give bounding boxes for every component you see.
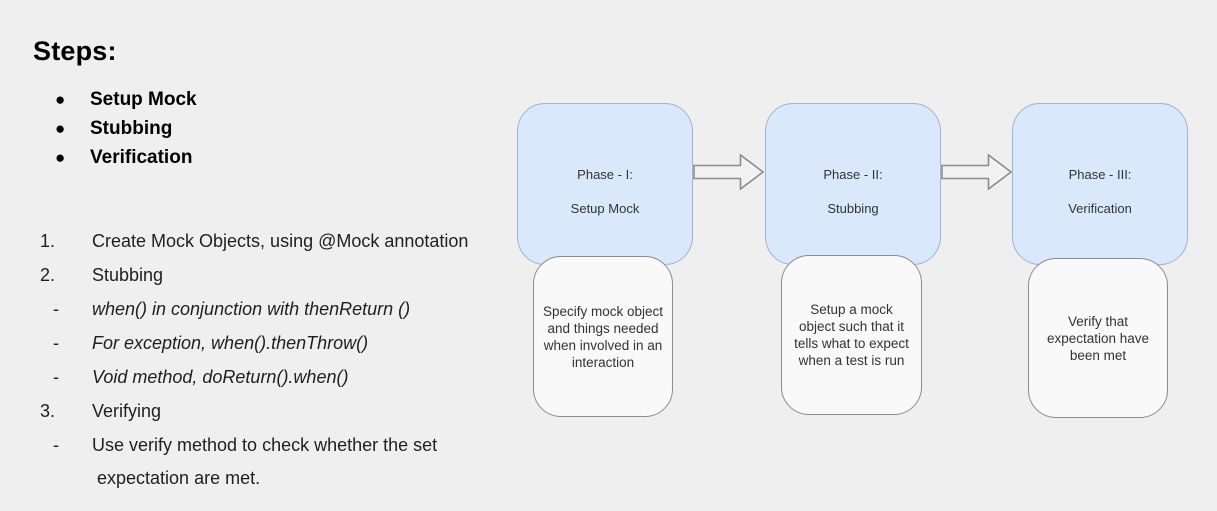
list-text: Use verify method to check whether the s… (92, 435, 438, 455)
page-title: Steps: (33, 36, 117, 66)
list-marker: 1. (40, 231, 56, 251)
detail-line: tells what to expect (794, 336, 909, 351)
phase-box-2: Phase - II: Stubbing (765, 103, 941, 265)
list-row-4: - For exception, when().thenThrow() (40, 331, 580, 355)
arrow-right-icon (693, 153, 765, 191)
list-text: expectation are met. (97, 468, 261, 488)
list-text: when() in conjunction with thenReturn () (92, 299, 411, 319)
bullet-icon: ● (55, 119, 66, 138)
list-row-6: 3. Verifying (40, 399, 580, 423)
list-marker: - (53, 367, 59, 387)
detail-box-2: Setup a mock object such that it tells w… (781, 255, 922, 415)
bullet-label: Setup Mock (90, 89, 197, 110)
detail-line: been met (1069, 347, 1127, 363)
list-marker: 3. (40, 401, 56, 421)
list-text: For exception, when().thenThrow() (92, 333, 369, 353)
bullet-item-verification: ● Verification (55, 143, 197, 172)
phase-title: Phase - III: (1068, 166, 1132, 182)
detail-line: Verify that (1067, 313, 1129, 329)
list-row-2: 2. Stubbing (40, 263, 580, 287)
bullet-label: Verification (90, 147, 193, 168)
bullet-list: ● Setup Mock ● Stubbing ● Verification (55, 85, 197, 172)
detail-line: expectation have (1046, 330, 1150, 346)
detail-line: object such that it (798, 319, 905, 334)
phase-box-1: Phase - I: Setup Mock (517, 103, 693, 265)
list-text: Verifying (92, 401, 162, 421)
list-text: Stubbing (92, 265, 164, 285)
phase-title: Phase - II: (823, 166, 883, 182)
detail-line: Specify mock object (542, 303, 664, 319)
phase-subtitle: Stubbing (827, 200, 879, 216)
list-marker: - (53, 299, 59, 319)
detail-line: when involved in an (543, 337, 663, 353)
list-row-3: - when() in conjunction with thenReturn … (40, 297, 580, 321)
phase-subtitle: Setup Mock (570, 200, 640, 216)
bullet-icon: ● (55, 90, 66, 109)
list-row-1: 1. Create Mock Objects, using @Mock anno… (40, 229, 580, 253)
list-row-8: expectation are met. (40, 466, 580, 490)
bullet-item-setup-mock: ● Setup Mock (55, 85, 197, 114)
detail-box-3: Verify that expectation have been met (1028, 258, 1168, 418)
phase-subtitle: Verification (1068, 200, 1132, 216)
detail-line: and things needed (547, 320, 659, 336)
detail-box-1: Specify mock object and things needed wh… (533, 256, 673, 417)
list-row-5: - Void method, doReturn().when() (40, 365, 580, 389)
phase-box-3: Phase - III: Verification (1012, 103, 1188, 265)
bullet-icon: ● (55, 148, 66, 167)
list-marker: 2. (40, 265, 56, 285)
list-marker: - (53, 333, 59, 353)
list-text: Void method, doReturn().when() (92, 367, 349, 387)
detail-line: interaction (571, 354, 635, 370)
phase-title: Phase - I: (577, 166, 633, 182)
arrow-right-icon (941, 153, 1013, 191)
bullet-label: Stubbing (90, 118, 173, 139)
list-marker: - (53, 435, 59, 455)
detail-line: when a test is run (798, 353, 905, 368)
list-text: Create Mock Objects, using @Mock annotat… (92, 231, 469, 251)
list-row-7: - Use verify method to check whether the… (40, 433, 580, 457)
detail-line: Setup a mock (810, 302, 893, 317)
bullet-item-stubbing: ● Stubbing (55, 114, 197, 143)
